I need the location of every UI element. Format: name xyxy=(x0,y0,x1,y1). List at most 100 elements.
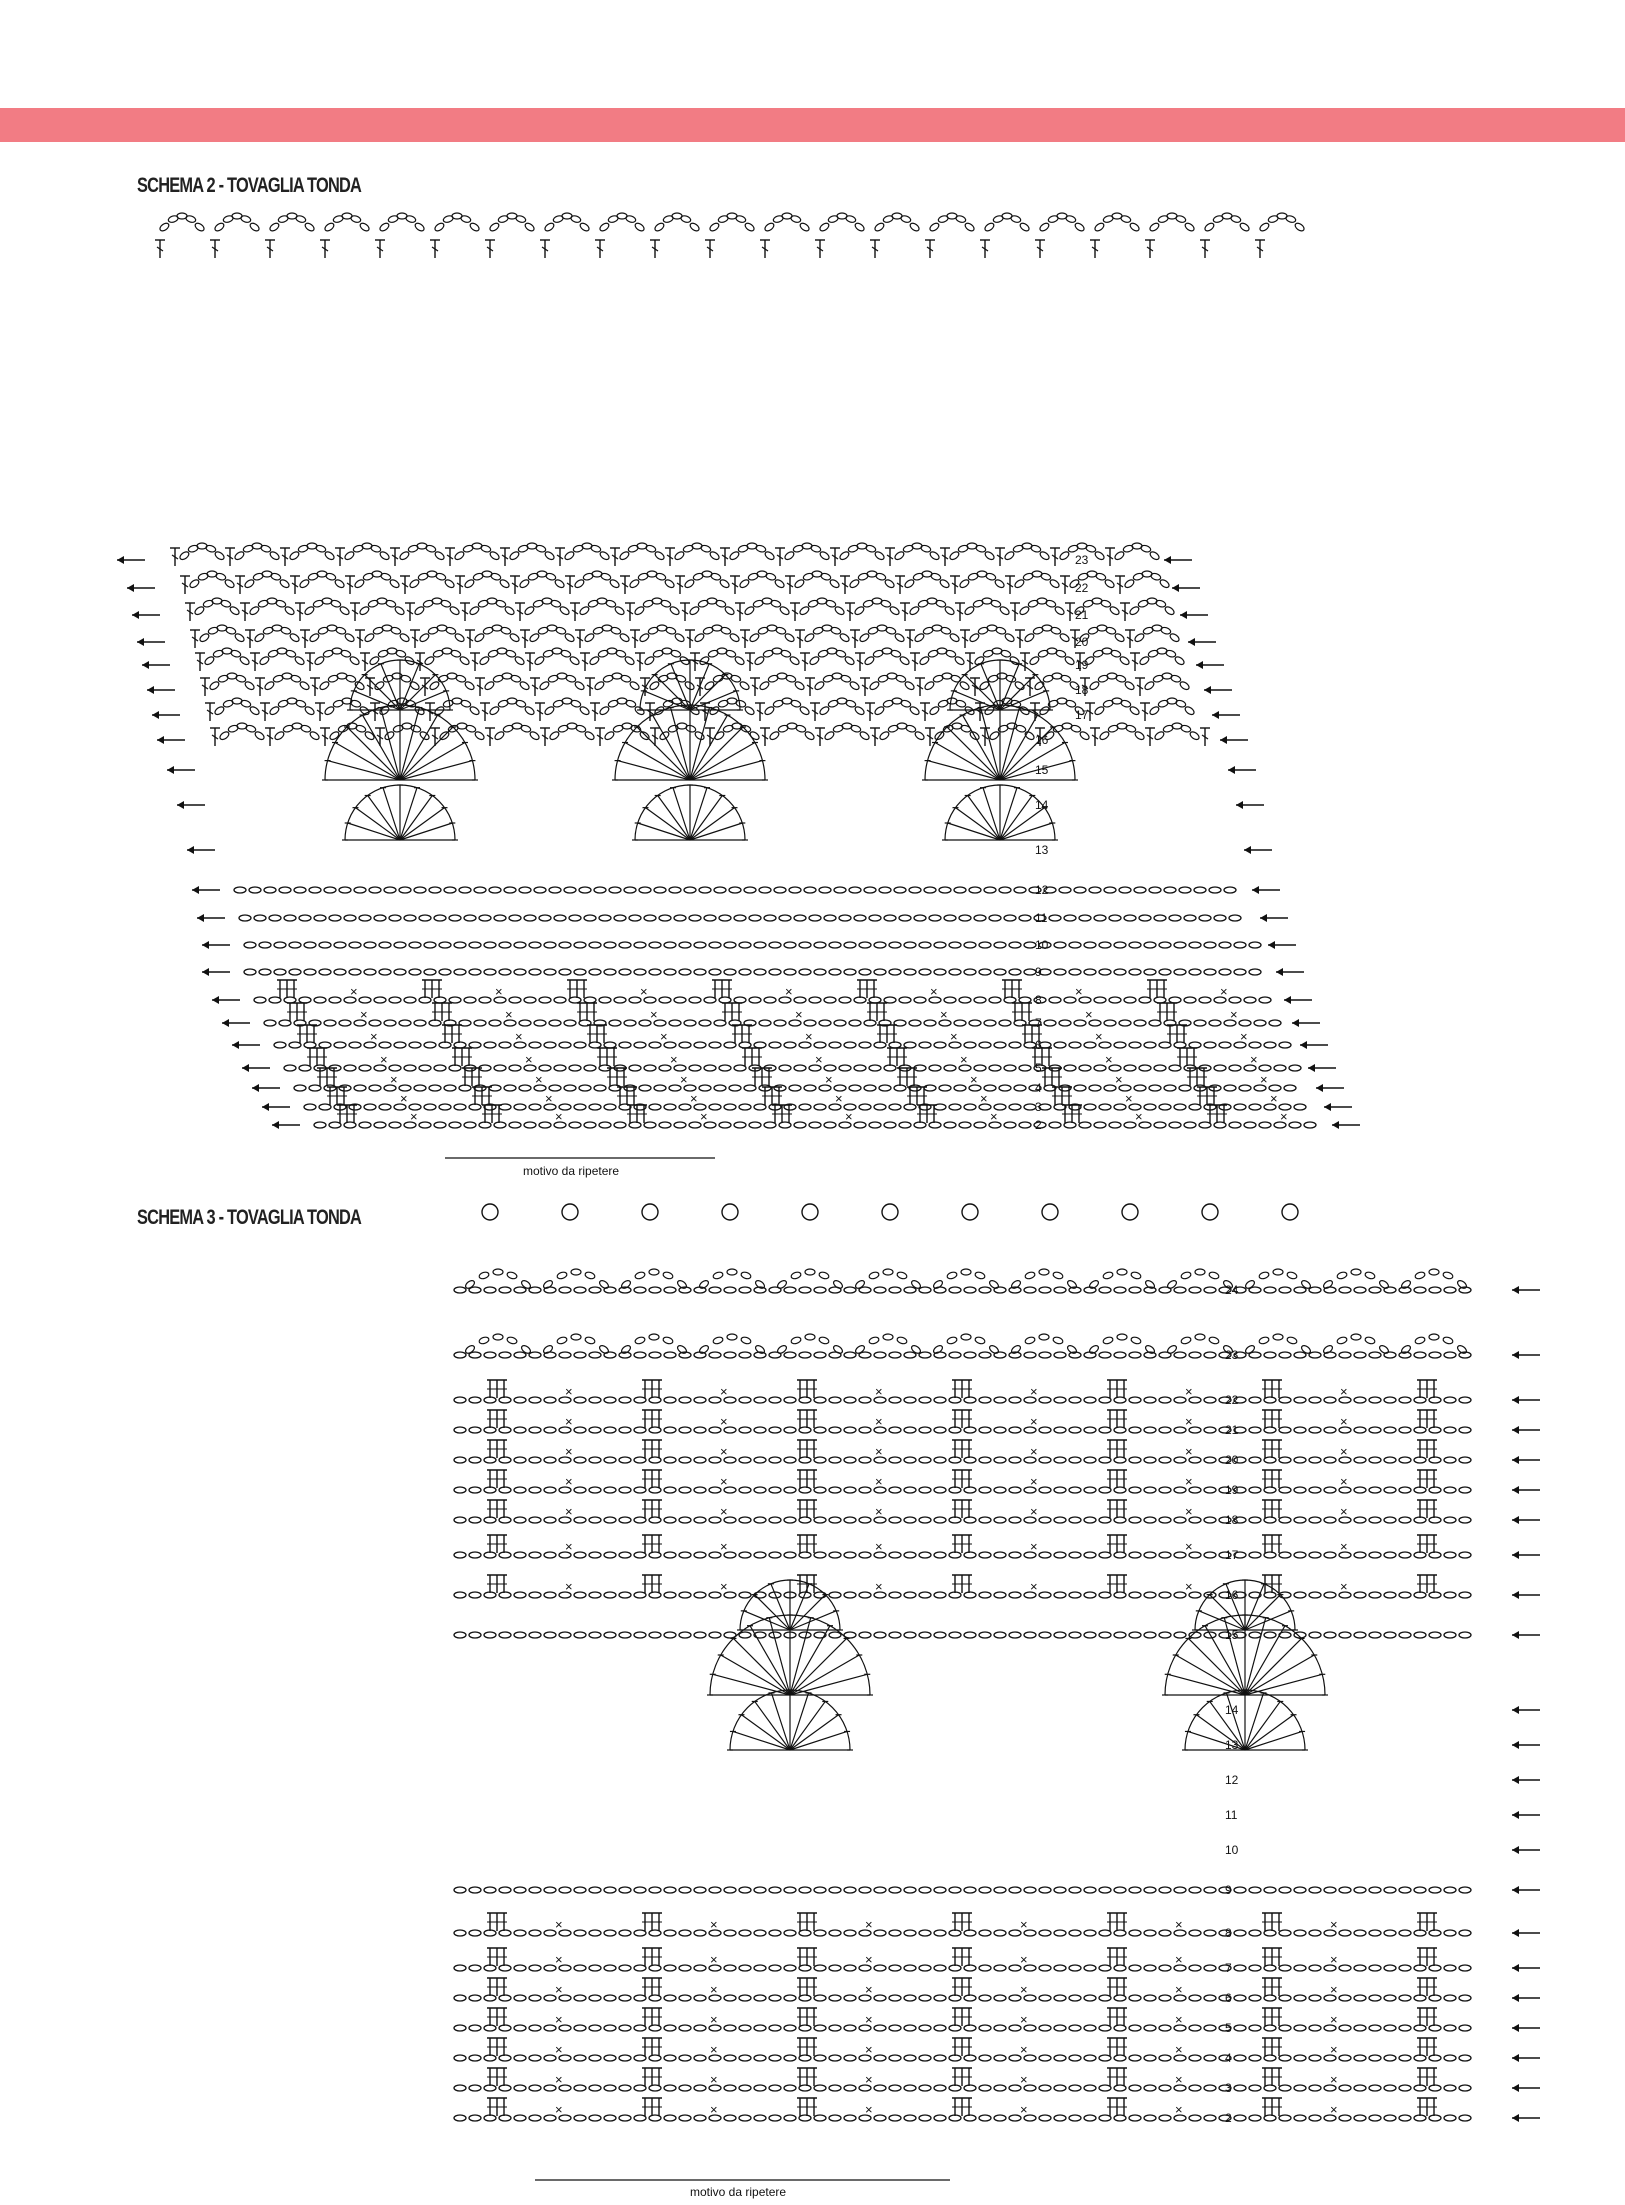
stitch-group xyxy=(487,2037,507,2056)
double-crochet xyxy=(910,652,920,671)
chain-arch xyxy=(589,647,635,666)
svg-text:×: × xyxy=(710,2042,718,2057)
stitch-group xyxy=(1107,1912,1127,1931)
row-direction-arrow xyxy=(177,801,205,809)
svg-text:×: × xyxy=(875,1414,883,1429)
double-crochet xyxy=(1060,575,1070,594)
single-crochet: × xyxy=(1095,1029,1103,1044)
picot xyxy=(881,1203,899,1221)
chain-arch xyxy=(1139,647,1185,666)
double-crochet xyxy=(260,702,270,721)
double-crochet xyxy=(1120,602,1130,621)
svg-text:×: × xyxy=(1330,2102,1338,2117)
row-number: 4 xyxy=(1225,2051,1232,2065)
stitch-group xyxy=(952,1379,972,1398)
svg-text:×: × xyxy=(565,1539,573,1554)
chain-arch xyxy=(254,624,300,643)
svg-text:×: × xyxy=(865,1952,873,1967)
row-direction-arrow xyxy=(1512,1776,1540,1784)
svg-text:×: × xyxy=(1185,1539,1193,1554)
stitch-group xyxy=(952,1409,972,1428)
row-direction-arrow xyxy=(1512,1456,1540,1464)
single-crochet: × xyxy=(1220,984,1228,999)
single-crochet: × xyxy=(1175,2042,1183,2057)
chain-arch xyxy=(1029,647,1075,666)
chain-row xyxy=(243,941,1262,949)
chain-arch xyxy=(264,672,310,691)
double-crochet xyxy=(905,629,915,648)
stitch-group xyxy=(952,1574,972,1593)
row-direction-arrow xyxy=(137,638,165,646)
chain-arch xyxy=(749,624,795,643)
double-crochet xyxy=(665,547,675,566)
svg-text:×: × xyxy=(1330,2012,1338,2027)
single-crochet: × xyxy=(565,1579,573,1594)
svg-text:×: × xyxy=(1175,1952,1183,1967)
double-crochet xyxy=(800,652,810,671)
double-crochet xyxy=(210,727,220,746)
double-crochet xyxy=(870,727,880,746)
stitch-group xyxy=(642,1379,662,1398)
single-crochet: × xyxy=(1185,1579,1193,1594)
double-crochet xyxy=(1030,702,1040,721)
svg-text:×: × xyxy=(865,2102,873,2117)
svg-text:×: × xyxy=(1020,2012,1028,2027)
stitch-group xyxy=(952,1439,972,1458)
single-crochet: × xyxy=(1330,1982,1338,1997)
svg-text:×: × xyxy=(720,1414,728,1429)
single-crochet: × xyxy=(1030,1539,1038,1554)
row-number: 18 xyxy=(1075,683,1089,697)
single-crochet: × xyxy=(865,2072,873,2087)
row-number: 23 xyxy=(1075,553,1089,567)
stitch-group xyxy=(642,1534,662,1553)
stitch-group xyxy=(1107,2007,1127,2026)
double-crochet xyxy=(390,547,400,566)
stitch-group xyxy=(487,1379,507,1398)
double-crochet xyxy=(730,575,740,594)
stitch-group xyxy=(1197,1086,1217,1105)
chain-arch xyxy=(1129,597,1175,616)
chain-arch xyxy=(409,570,455,589)
double-crochet xyxy=(720,547,730,566)
chain-arch xyxy=(879,722,925,741)
single-crochet: × xyxy=(1075,984,1083,999)
double-crochet xyxy=(585,677,595,696)
row-direction-arrow xyxy=(1512,1516,1540,1524)
chain-arch xyxy=(754,647,800,666)
double-crochet xyxy=(965,652,975,671)
stitch-group xyxy=(797,1977,817,1996)
double-crochet xyxy=(470,652,480,671)
stitch-group xyxy=(487,1977,507,1996)
row-direction-arrow xyxy=(1512,1286,1540,1294)
double-crochet xyxy=(205,702,215,721)
stitch-group xyxy=(487,1947,507,1966)
double-crochet xyxy=(1015,629,1025,648)
chain-arch xyxy=(319,672,365,691)
double-crochet xyxy=(775,547,785,566)
double-crochet xyxy=(180,575,190,594)
chain-arch xyxy=(1149,697,1195,716)
fan-shell xyxy=(342,784,458,841)
chain-arch xyxy=(1019,597,1065,616)
row-direction-arrow xyxy=(1220,736,1248,744)
double-crochet xyxy=(860,677,870,696)
chain-arch xyxy=(214,697,260,716)
row-direction-arrow xyxy=(1212,711,1240,719)
stitch-group xyxy=(952,1469,972,1488)
stitch-group xyxy=(1417,1409,1437,1428)
stitch-group xyxy=(487,1409,507,1428)
double-crochet xyxy=(295,602,305,621)
chain-arch xyxy=(519,570,565,589)
row-direction-arrow xyxy=(1260,914,1288,922)
row-number: 7 xyxy=(1225,1961,1232,1975)
chain-arch xyxy=(824,722,870,741)
fan-shell xyxy=(322,704,478,781)
single-crochet: × xyxy=(380,1052,388,1067)
svg-text:×: × xyxy=(1175,2072,1183,2087)
single-crochet: × xyxy=(1340,1384,1348,1399)
svg-text:×: × xyxy=(1340,1504,1348,1519)
chain-row xyxy=(453,1631,1472,1639)
row-number: 11 xyxy=(1035,911,1048,925)
stitch-group xyxy=(712,979,732,998)
stitch-group xyxy=(797,1469,817,1488)
